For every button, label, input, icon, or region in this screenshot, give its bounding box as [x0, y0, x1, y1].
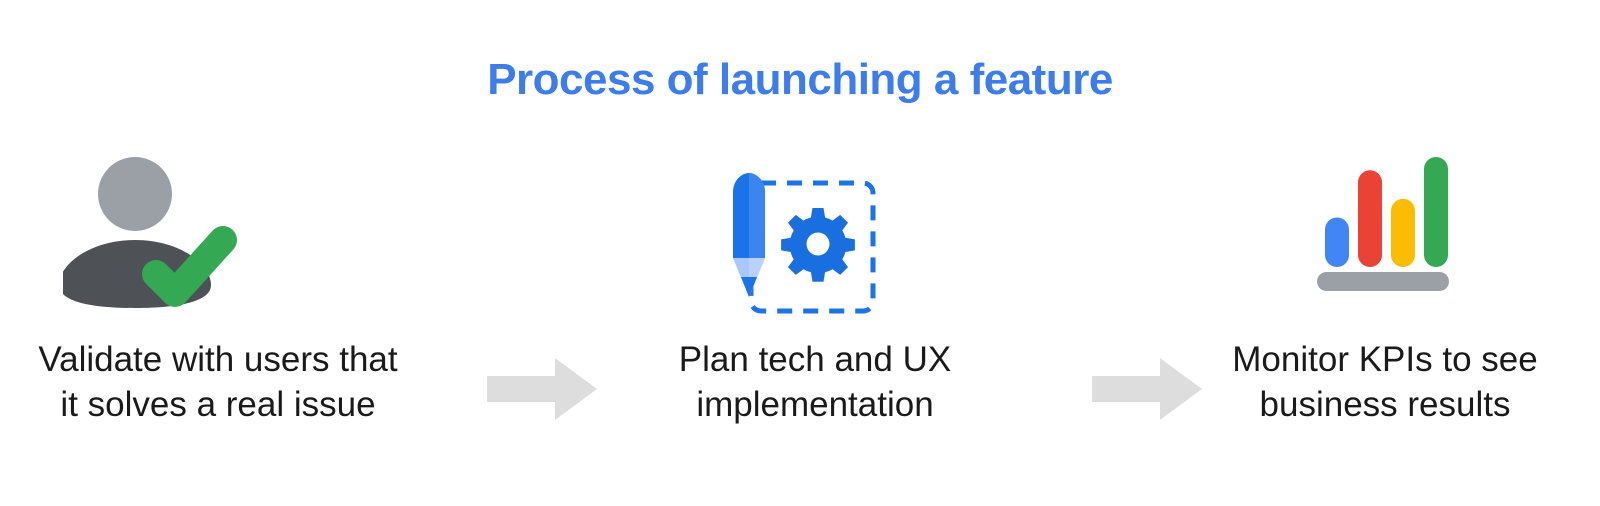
person-check-icon	[63, 148, 263, 313]
bar-chart-baseline	[1317, 272, 1449, 291]
step-caption-plan: Plan tech and UX implementation	[605, 338, 1025, 428]
caption-line: implementation	[696, 384, 934, 424]
caption-line: it solves a real issue	[60, 384, 376, 424]
step-caption-validate: Validate with users that it solves a rea…	[8, 338, 428, 428]
icon-slot-plan	[605, 140, 1025, 335]
process-flow: Validate with users that it solves a rea…	[0, 140, 1600, 450]
bar-chart-bar	[1358, 170, 1382, 267]
flow-arrow-1-icon	[487, 358, 597, 420]
process-step-monitor: Monitor KPIs to see business results	[1175, 140, 1595, 450]
caption-line: Monitor KPIs to see	[1232, 340, 1538, 379]
caption-line: Plan tech and UX	[678, 340, 952, 379]
bar-chart-bar	[1391, 198, 1415, 267]
icon-slot-validate	[8, 140, 428, 335]
step-caption-monitor: Monitor KPIs to see business results	[1175, 338, 1595, 428]
flow-arrow-2-icon	[1092, 358, 1202, 420]
bar-chart-bar	[1424, 157, 1448, 267]
bar-chart-icon	[1303, 152, 1463, 297]
caption-line: Validate with users that	[38, 340, 398, 379]
page-title: Process of launching a feature	[487, 55, 1113, 104]
process-step-plan: Plan tech and UX implementation	[605, 140, 1025, 450]
caption-line: business results	[1259, 384, 1511, 424]
pencil-gear-icon	[730, 172, 880, 317]
process-step-validate: Validate with users that it solves a rea…	[8, 140, 428, 450]
bar-chart-bar	[1325, 217, 1349, 267]
icon-slot-monitor	[1175, 140, 1595, 335]
